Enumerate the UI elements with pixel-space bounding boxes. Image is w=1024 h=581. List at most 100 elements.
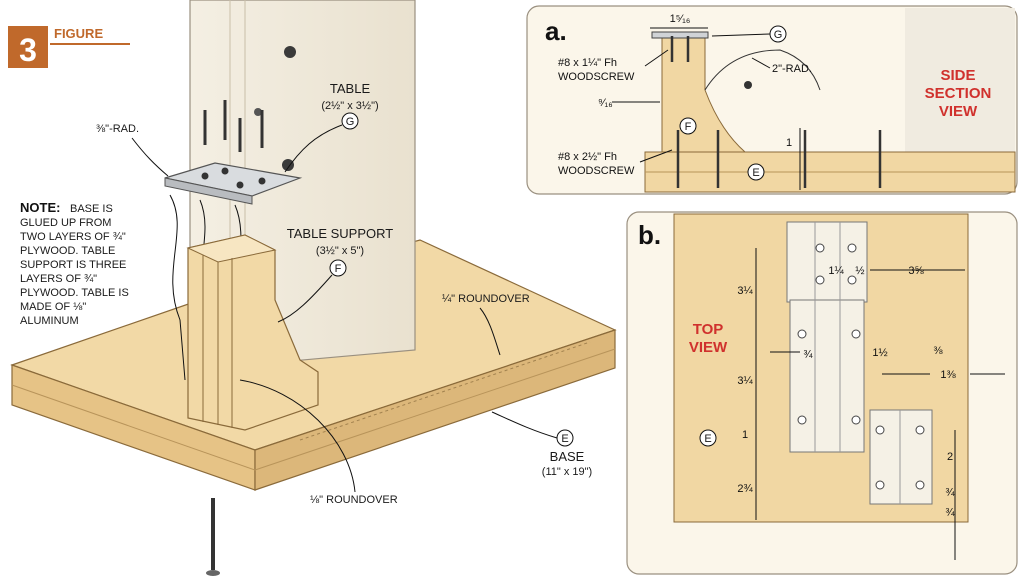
base-leader: [491, 411, 558, 439]
section-screw2-b: WOODSCREW: [558, 165, 635, 177]
dim-3-5-8: 3⅝: [908, 265, 924, 277]
base-ply-line-1: [11, 384, 256, 471]
dim-1-1-4: 1¼: [828, 265, 844, 277]
main-labels: TABLE (2½" x 3½") G ⅜"-RAD. TABLE SUPPOR…: [96, 81, 592, 506]
base-title: BASE: [550, 449, 585, 464]
dim-2-3-4: 2¾: [737, 483, 753, 495]
top-table: [869, 409, 933, 505]
note-line-4: SUPPORT IS THREE: [20, 259, 126, 271]
post-hole-3: [254, 108, 262, 116]
support-size: (3½" x 5"): [316, 245, 364, 257]
roundover-quarter: ¼" ROUNDOVER: [442, 293, 530, 305]
section-dim-left: ⁹⁄₁₆: [598, 97, 613, 109]
post-hole-1: [284, 46, 296, 58]
roundover-quarter-leader: [479, 307, 501, 356]
note-line-0: BASE IS: [70, 203, 113, 215]
screws-top: [203, 100, 264, 152]
panel-b-letter: b.: [638, 220, 661, 250]
dim-3-4-b: ¾: [945, 507, 955, 519]
table-leader: [284, 124, 343, 173]
figure-number-box: [8, 26, 48, 68]
top-callout-e-circle: [699, 429, 717, 447]
section-g-leader: [711, 33, 771, 37]
top-callout-e: E: [704, 433, 711, 445]
table-hole-1: [201, 172, 209, 180]
top-support: [789, 299, 865, 453]
note-line-6: PLYWOOD. TABLE IS: [20, 287, 129, 299]
table-title: TABLE: [330, 81, 371, 96]
section-callout-e-circle: [747, 163, 765, 181]
section-center-hole: [744, 81, 752, 89]
support-callout-circle: [329, 259, 347, 277]
main-illustration: [10, 0, 617, 576]
note-line-3: PLYWOOD. TABLE: [20, 245, 115, 257]
panel-b: b. TOP VIEW E 3¼ 3¼ 1 2¾ 1¼ ½: [626, 211, 1018, 575]
table-support: [186, 234, 319, 431]
base-size: (11" x 19"): [542, 466, 592, 478]
dim-1: 1: [742, 429, 748, 441]
support-title: TABLE SUPPORT: [287, 226, 393, 241]
figure-label: FIGURE: [54, 26, 103, 41]
dim-1-3-8: 1⅜: [940, 369, 956, 381]
table-callout: G: [346, 116, 355, 128]
note-block: NOTE: BASE IS GLUED UP FROM TWO LAYERS O…: [20, 200, 129, 327]
section-screw1-leader: [644, 49, 669, 67]
support-callout: F: [335, 263, 342, 275]
section-callout-g: G: [774, 29, 783, 41]
table-hole-4: [258, 177, 266, 185]
dim-3-1-4-mid: 3¼: [737, 375, 753, 387]
post-hole-2: [282, 159, 294, 171]
base-ply-line-2: [254, 348, 616, 471]
section-top-dim: 1⁵⁄₁₆: [670, 13, 691, 25]
support-leader: [277, 274, 333, 323]
section-screw2-leader: [639, 149, 673, 163]
note-line-8: ALUMINUM: [20, 315, 79, 327]
section-screw1-a: #8 x 1¼" Fh: [558, 57, 617, 69]
dim-3-1-4-top: 3¼: [737, 285, 753, 297]
figure-badge: 3 FIGURE: [8, 26, 130, 68]
section-callout-f-circle: [679, 117, 697, 135]
rad-label: ⅜"-RAD.: [96, 123, 139, 135]
support-top: [186, 234, 277, 263]
table-hole-3: [236, 181, 244, 189]
section-screw1-b: WOODSCREW: [558, 71, 635, 83]
section-radius-arc: [704, 49, 821, 91]
top-view-title-1: TOP: [693, 321, 724, 338]
table-hole-2: [221, 167, 229, 175]
table-size: (2½" x 3½"): [321, 100, 378, 112]
section-rad-leader: [751, 57, 771, 69]
note-line-1: GLUED UP FROM: [20, 217, 111, 229]
dim-3-4-mid: ¾: [803, 349, 813, 361]
dim-half: ½: [855, 265, 864, 277]
figure-number: 3: [19, 32, 37, 68]
table-edge: [164, 177, 253, 205]
note-heading: NOTE:: [20, 200, 60, 215]
section-rad: 2"-RAD.: [772, 63, 812, 75]
table-callout-circle: [341, 112, 359, 130]
dim-3-4-a: ¾: [945, 487, 955, 499]
roundover-eighth-leader: [239, 379, 356, 493]
bottom-screw: [206, 498, 220, 576]
top-screw-holes: [797, 243, 925, 490]
section-view-title-3: VIEW: [939, 103, 978, 120]
section-screw2-a: #8 x 2½" Fh: [558, 151, 617, 163]
drop-line-1: [169, 194, 186, 381]
section-view-title-1: SIDE: [940, 67, 975, 84]
note-line-5: LAYERS OF ¾": [20, 273, 97, 285]
note-line-2: TWO LAYERS OF ¾": [20, 231, 126, 243]
dim-3-8: ⅜: [933, 345, 943, 357]
section-callout-f: F: [685, 121, 692, 133]
dim-1-half: 1½: [872, 347, 887, 359]
dim-2: 2: [947, 451, 953, 463]
panel-a: a. 1⁵⁄₁₆ #8 x 1¼" Fh WOODSCREW ⁹⁄₁₆ F #8…: [526, 5, 1018, 195]
rad-leader: [131, 137, 169, 177]
base-callout: E: [561, 433, 568, 445]
top-post: [786, 221, 868, 303]
section-table: [651, 31, 709, 39]
roundover-eighth: ⅛" ROUNDOVER: [310, 494, 398, 506]
panel-a-frame: [526, 5, 1018, 195]
section-dim-right: 1: [786, 137, 792, 149]
top-view-title-2: VIEW: [689, 339, 728, 356]
note-line-7: MADE OF ⅛": [20, 301, 86, 313]
